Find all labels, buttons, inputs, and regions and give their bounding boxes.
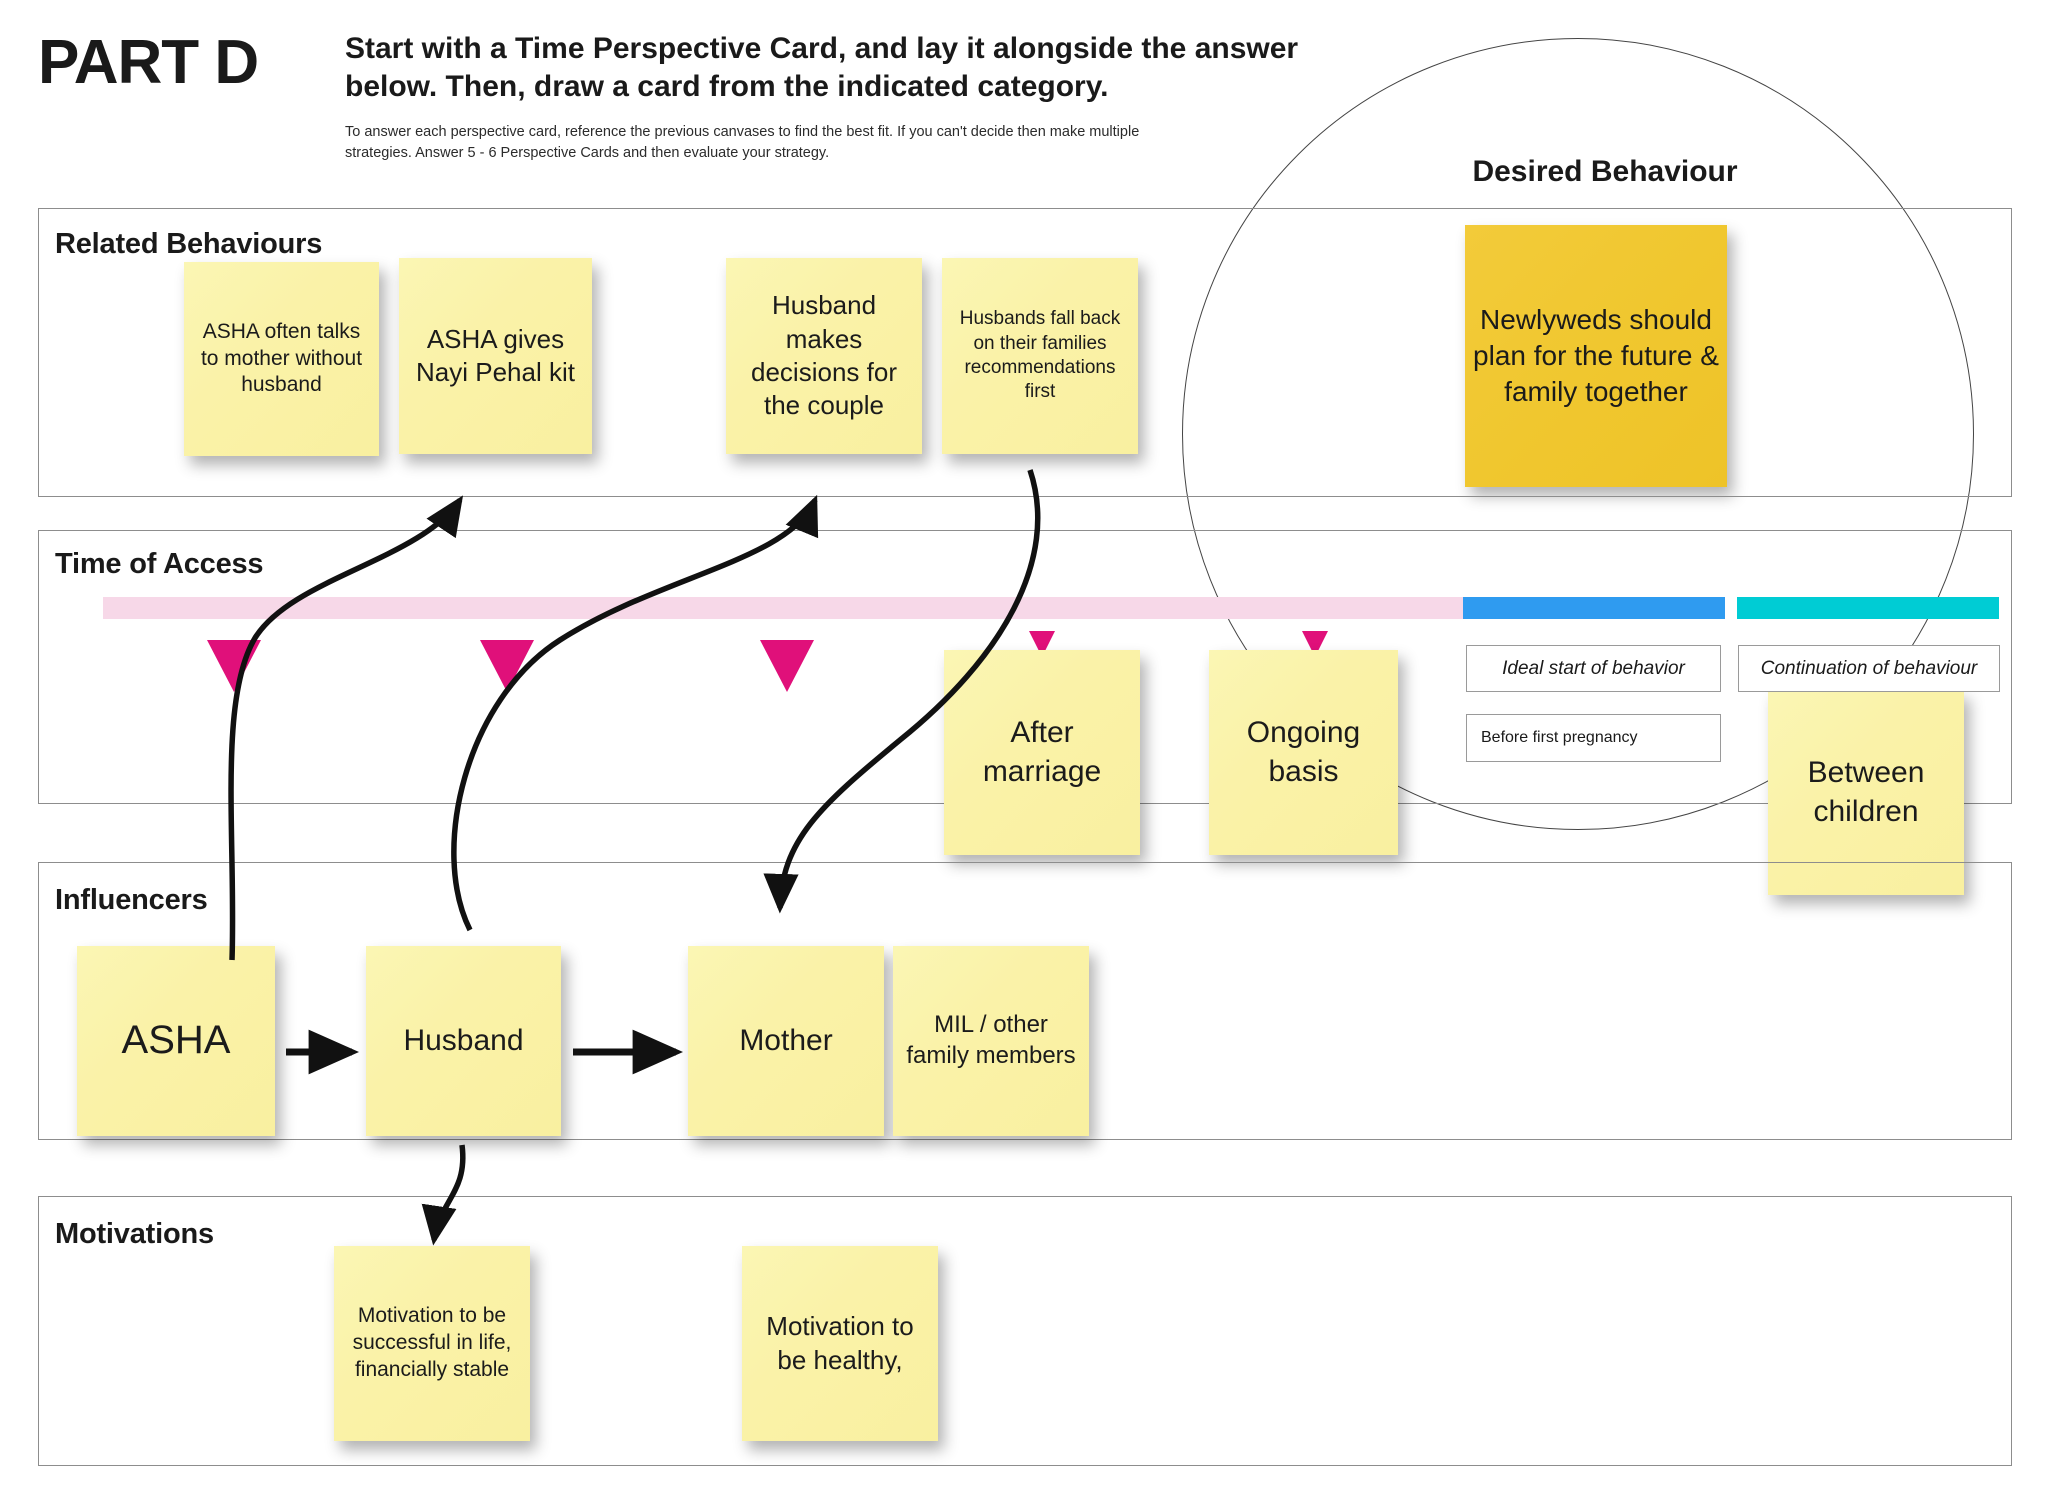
desired-behaviour-title: Desired Behaviour xyxy=(1472,155,1738,188)
sticky-note-motivation-1[interactable]: Motivation to be successful in life, fin… xyxy=(334,1246,530,1441)
timeline-label-before-first-pregnancy[interactable]: Before first pregnancy xyxy=(1466,714,1721,762)
sticky-note-related-1[interactable]: ASHA often talks to mother without husba… xyxy=(184,262,379,456)
section-title-related-behaviours: Related Behaviours xyxy=(55,228,323,260)
section-title-time-of-access: Time of Access xyxy=(55,548,264,580)
page-title: PART D xyxy=(38,28,259,97)
timeline-label-continuation[interactable]: Continuation of behaviour xyxy=(1738,645,2000,692)
timeline-marker-1[interactable] xyxy=(207,640,261,692)
sticky-note-related-2[interactable]: ASHA gives Nayi Pehal kit xyxy=(399,258,592,454)
sticky-note-motivation-2[interactable]: Motivation to be healthy, xyxy=(742,1246,938,1441)
sticky-note-after-marriage[interactable]: After marriage xyxy=(944,650,1140,855)
sticky-note-desired-behaviour[interactable]: Newlyweds should plan for the future & f… xyxy=(1465,225,1727,487)
timeline-bar-teal xyxy=(1737,597,1999,619)
timeline-label-ideal-start[interactable]: Ideal start of behavior xyxy=(1466,645,1721,692)
sticky-note-influencer-husband[interactable]: Husband xyxy=(366,946,561,1136)
timeline-marker-3[interactable] xyxy=(760,640,814,692)
timeline-marker-2[interactable] xyxy=(480,640,534,692)
sticky-note-influencer-mother[interactable]: Mother xyxy=(688,946,884,1136)
timeline-bar-blue xyxy=(1463,597,1725,619)
section-title-influencers: Influencers xyxy=(55,884,208,916)
timeline-bar-pink xyxy=(103,597,1463,619)
desired-behaviour-circle xyxy=(1182,38,1974,830)
section-title-motivations: Motivations xyxy=(55,1218,214,1250)
header-subtext: To answer each perspective card, referen… xyxy=(345,124,1140,162)
header-headline: Start with a Time Perspective Card, and … xyxy=(345,32,1299,104)
sticky-note-related-3[interactable]: Husband makes decisions for the couple xyxy=(726,258,922,454)
section-motivations xyxy=(38,1196,2012,1466)
sticky-note-ongoing-basis[interactable]: Ongoing basis xyxy=(1209,650,1398,855)
sticky-note-influencer-mil[interactable]: MIL / other family members xyxy=(893,946,1089,1136)
header: PART D Start with a Time Perspective Car… xyxy=(0,0,1400,180)
sticky-note-influencer-asha[interactable]: ASHA xyxy=(77,946,275,1136)
sticky-note-between-children[interactable]: Between children xyxy=(1768,690,1964,895)
sticky-note-related-4[interactable]: Husbands fall back on their families rec… xyxy=(942,258,1138,454)
